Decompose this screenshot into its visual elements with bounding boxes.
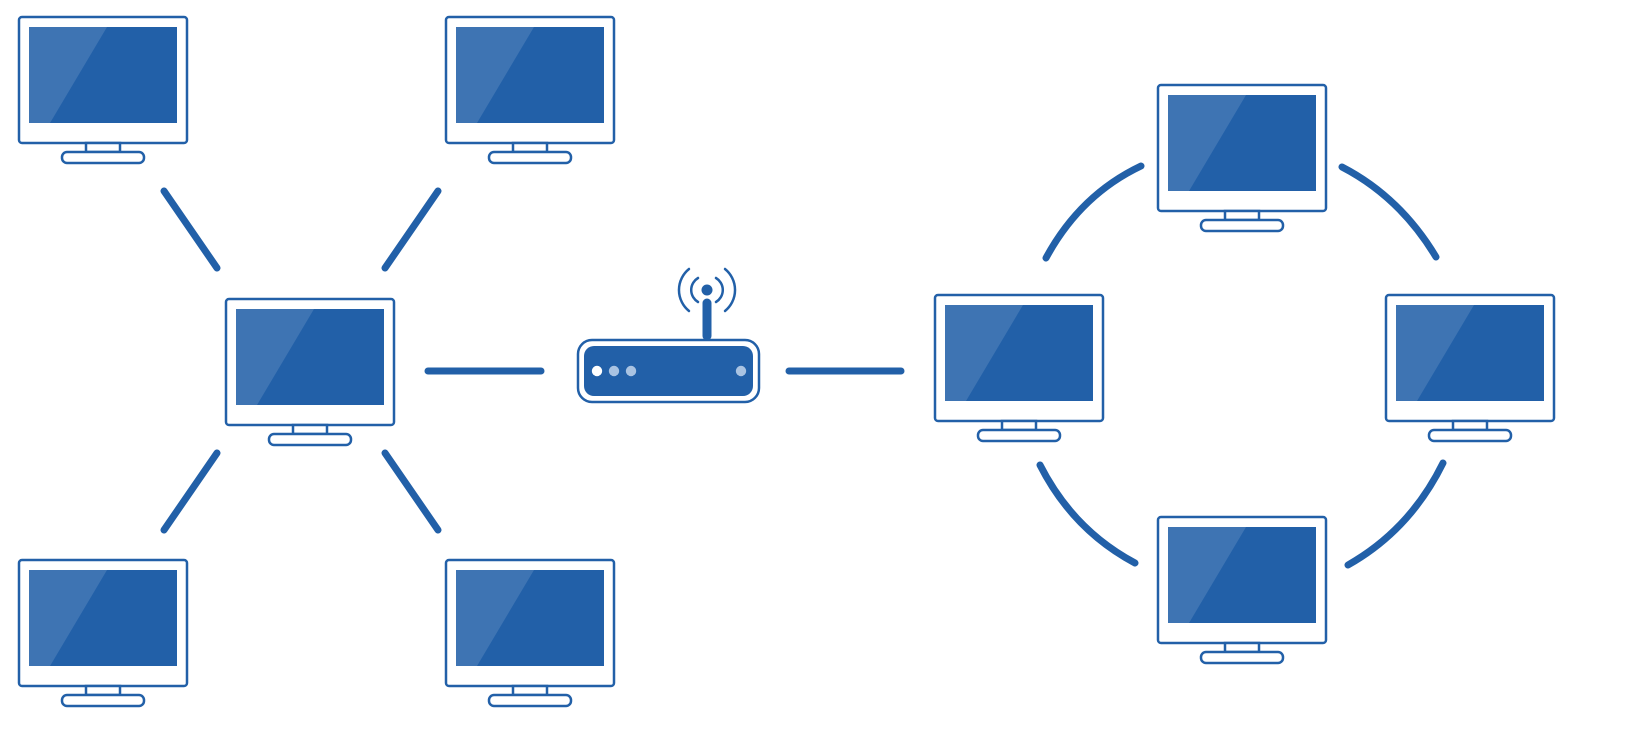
monitor-screen: [945, 305, 1093, 401]
monitor-neck: [1223, 641, 1261, 654]
monitor-neck: [1223, 209, 1261, 222]
monitor-screen: [236, 309, 384, 405]
computer-ring-left: [933, 293, 1105, 443]
router-led: [735, 365, 747, 377]
link-computer-hub-to-computer-star-bottom-right: [381, 449, 442, 534]
computer-hub: [224, 297, 396, 447]
monitor-neck: [1000, 419, 1038, 432]
antenna-tip: [701, 284, 713, 296]
monitor-stand: [976, 428, 1062, 443]
screen-glare: [1396, 305, 1474, 401]
signal-wave: [677, 267, 691, 313]
network-nodes: [17, 15, 1556, 708]
router-led: [591, 365, 603, 377]
monitor-neck: [291, 423, 329, 436]
monitor-neck: [511, 684, 549, 697]
link-computer-hub-to-computer-star-top-left: [160, 187, 221, 272]
screen-glare: [456, 570, 534, 666]
computer-star-top-right: [444, 15, 616, 165]
monitor-stand: [1199, 650, 1285, 665]
computer-ring-top: [1156, 83, 1328, 233]
computer-star-top-left: [17, 15, 189, 165]
computer-ring-right: [1384, 293, 1556, 443]
link-computer-hub-to-computer-star-bottom-left: [160, 449, 221, 534]
monitor-screen: [29, 27, 177, 123]
monitor-screen: [456, 570, 604, 666]
computer-ring-bottom: [1156, 515, 1328, 665]
link-computer-ring-bottom-to-computer-ring-left: [1036, 461, 1139, 567]
router-front-panel: [584, 346, 753, 396]
computer-star-bottom-right: [444, 558, 616, 708]
monitor-stand: [267, 432, 353, 447]
monitor-stand: [1427, 428, 1513, 443]
monitor-screen: [456, 27, 604, 123]
monitor-screen: [1168, 95, 1316, 191]
monitor-screen: [1396, 305, 1544, 401]
link-computer-ring-right-to-computer-ring-bottom: [1344, 459, 1447, 569]
monitor-screen: [29, 570, 177, 666]
signal-wave: [689, 276, 700, 304]
monitor-screen: [1168, 527, 1316, 623]
screen-glare: [1168, 95, 1246, 191]
computer-star-bottom-left: [17, 558, 189, 708]
monitor-stand: [487, 150, 573, 165]
link-computer-ring-top-to-computer-ring-right: [1338, 163, 1440, 261]
screen-glare: [29, 570, 107, 666]
screen-glare: [1168, 527, 1246, 623]
wifi-router-icon: [576, 267, 761, 404]
monitor-stand: [60, 150, 146, 165]
signal-wave: [714, 276, 725, 304]
signal-wave: [723, 267, 737, 313]
screen-glare: [236, 309, 314, 405]
router-led: [608, 365, 620, 377]
monitor-neck: [84, 684, 122, 697]
network-links: [160, 162, 1447, 569]
link-computer-hub-to-computer-star-top-right: [381, 187, 442, 272]
screen-glare: [945, 305, 1023, 401]
screen-glare: [29, 27, 107, 123]
monitor-neck: [1451, 419, 1489, 432]
monitor-stand: [1199, 218, 1285, 233]
router-led: [625, 365, 637, 377]
monitor-stand: [60, 693, 146, 708]
screen-glare: [456, 27, 534, 123]
link-computer-ring-left-to-computer-ring-top: [1042, 162, 1145, 262]
wifi-signal-icon: [677, 267, 737, 341]
monitor-stand: [487, 693, 573, 708]
monitor-neck: [84, 141, 122, 154]
monitor-neck: [511, 141, 549, 154]
